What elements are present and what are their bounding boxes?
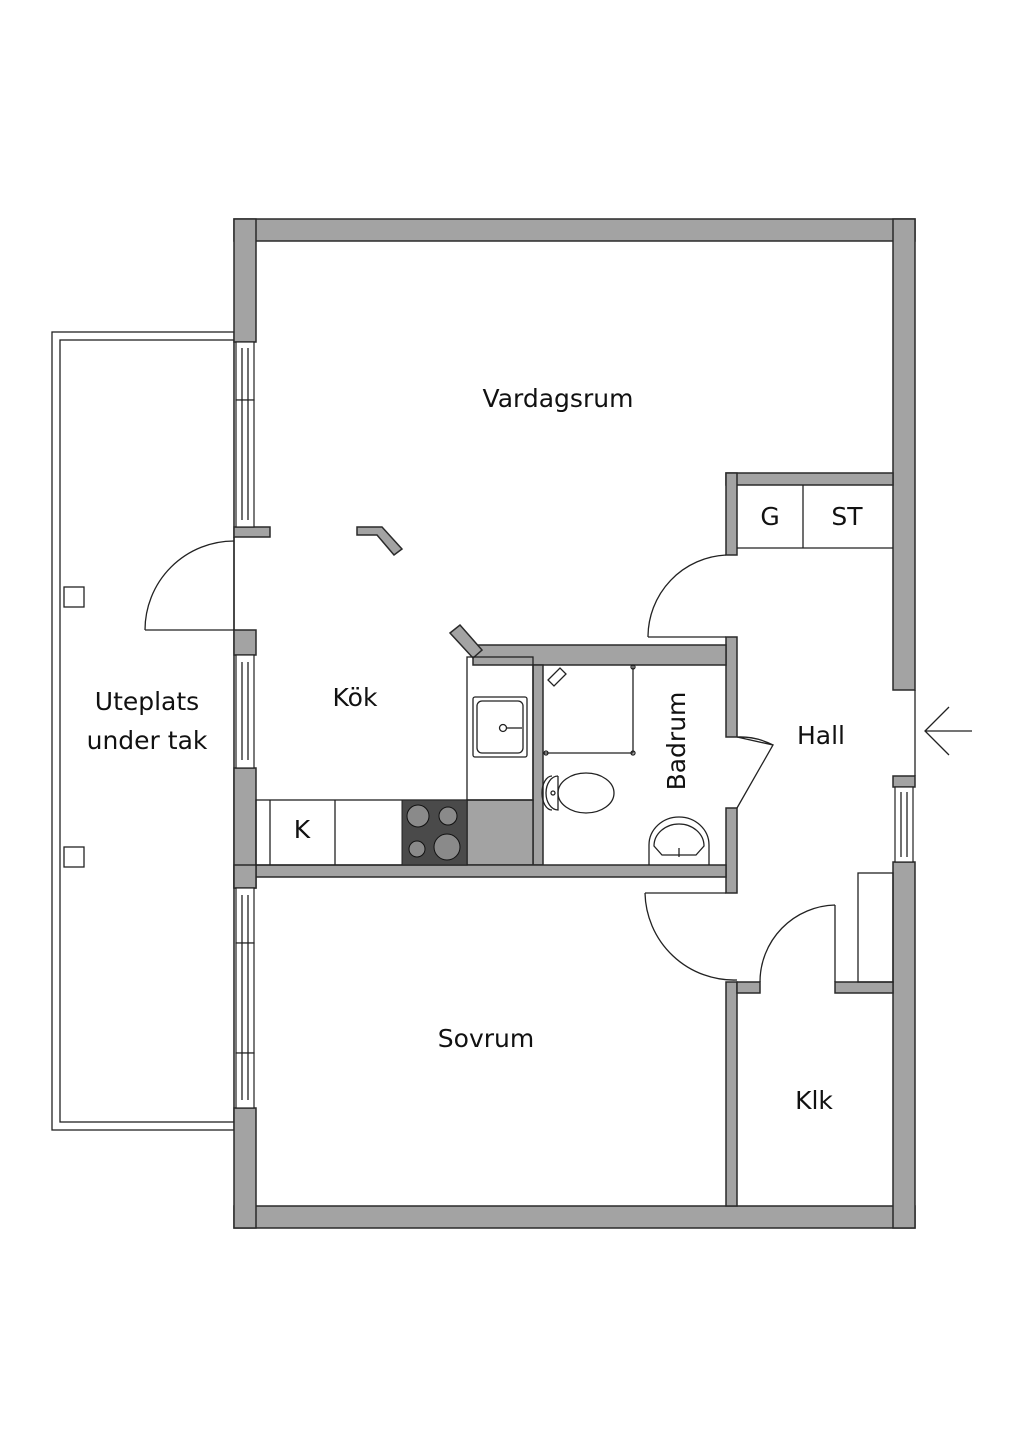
room-label-kitchen: Kök: [333, 683, 378, 712]
room-label-terrace-2: under tak: [87, 726, 208, 755]
terrace-post: [63, 586, 85, 608]
bathroom-fixtures: [541, 664, 710, 865]
hall-cabinet: [857, 872, 894, 983]
fridge-label: K: [294, 815, 311, 844]
windows: [235, 341, 914, 1109]
toilet: [557, 772, 615, 814]
room-label-hall: Hall: [797, 721, 845, 750]
wardrobe-g-label: G: [760, 502, 779, 531]
terrace-post: [63, 846, 85, 868]
room-label-bath: Badrum: [662, 692, 691, 791]
washbasin: [648, 816, 710, 865]
room-label-closet: Klk: [795, 1086, 833, 1115]
walls: [233, 218, 916, 1229]
room-label-terrace-1: Uteplats: [95, 687, 199, 716]
sink: [472, 696, 528, 758]
wardrobe-st-label: ST: [831, 502, 863, 531]
terrace: [51, 331, 235, 1131]
room-label-living: Vardagsrum: [483, 384, 634, 413]
room-label-bedroom: Sovrum: [438, 1024, 534, 1053]
doors: [144, 537, 916, 983]
stove: [401, 799, 468, 866]
wardrobes: [737, 485, 893, 549]
entrance-arrow-icon: [924, 706, 972, 756]
